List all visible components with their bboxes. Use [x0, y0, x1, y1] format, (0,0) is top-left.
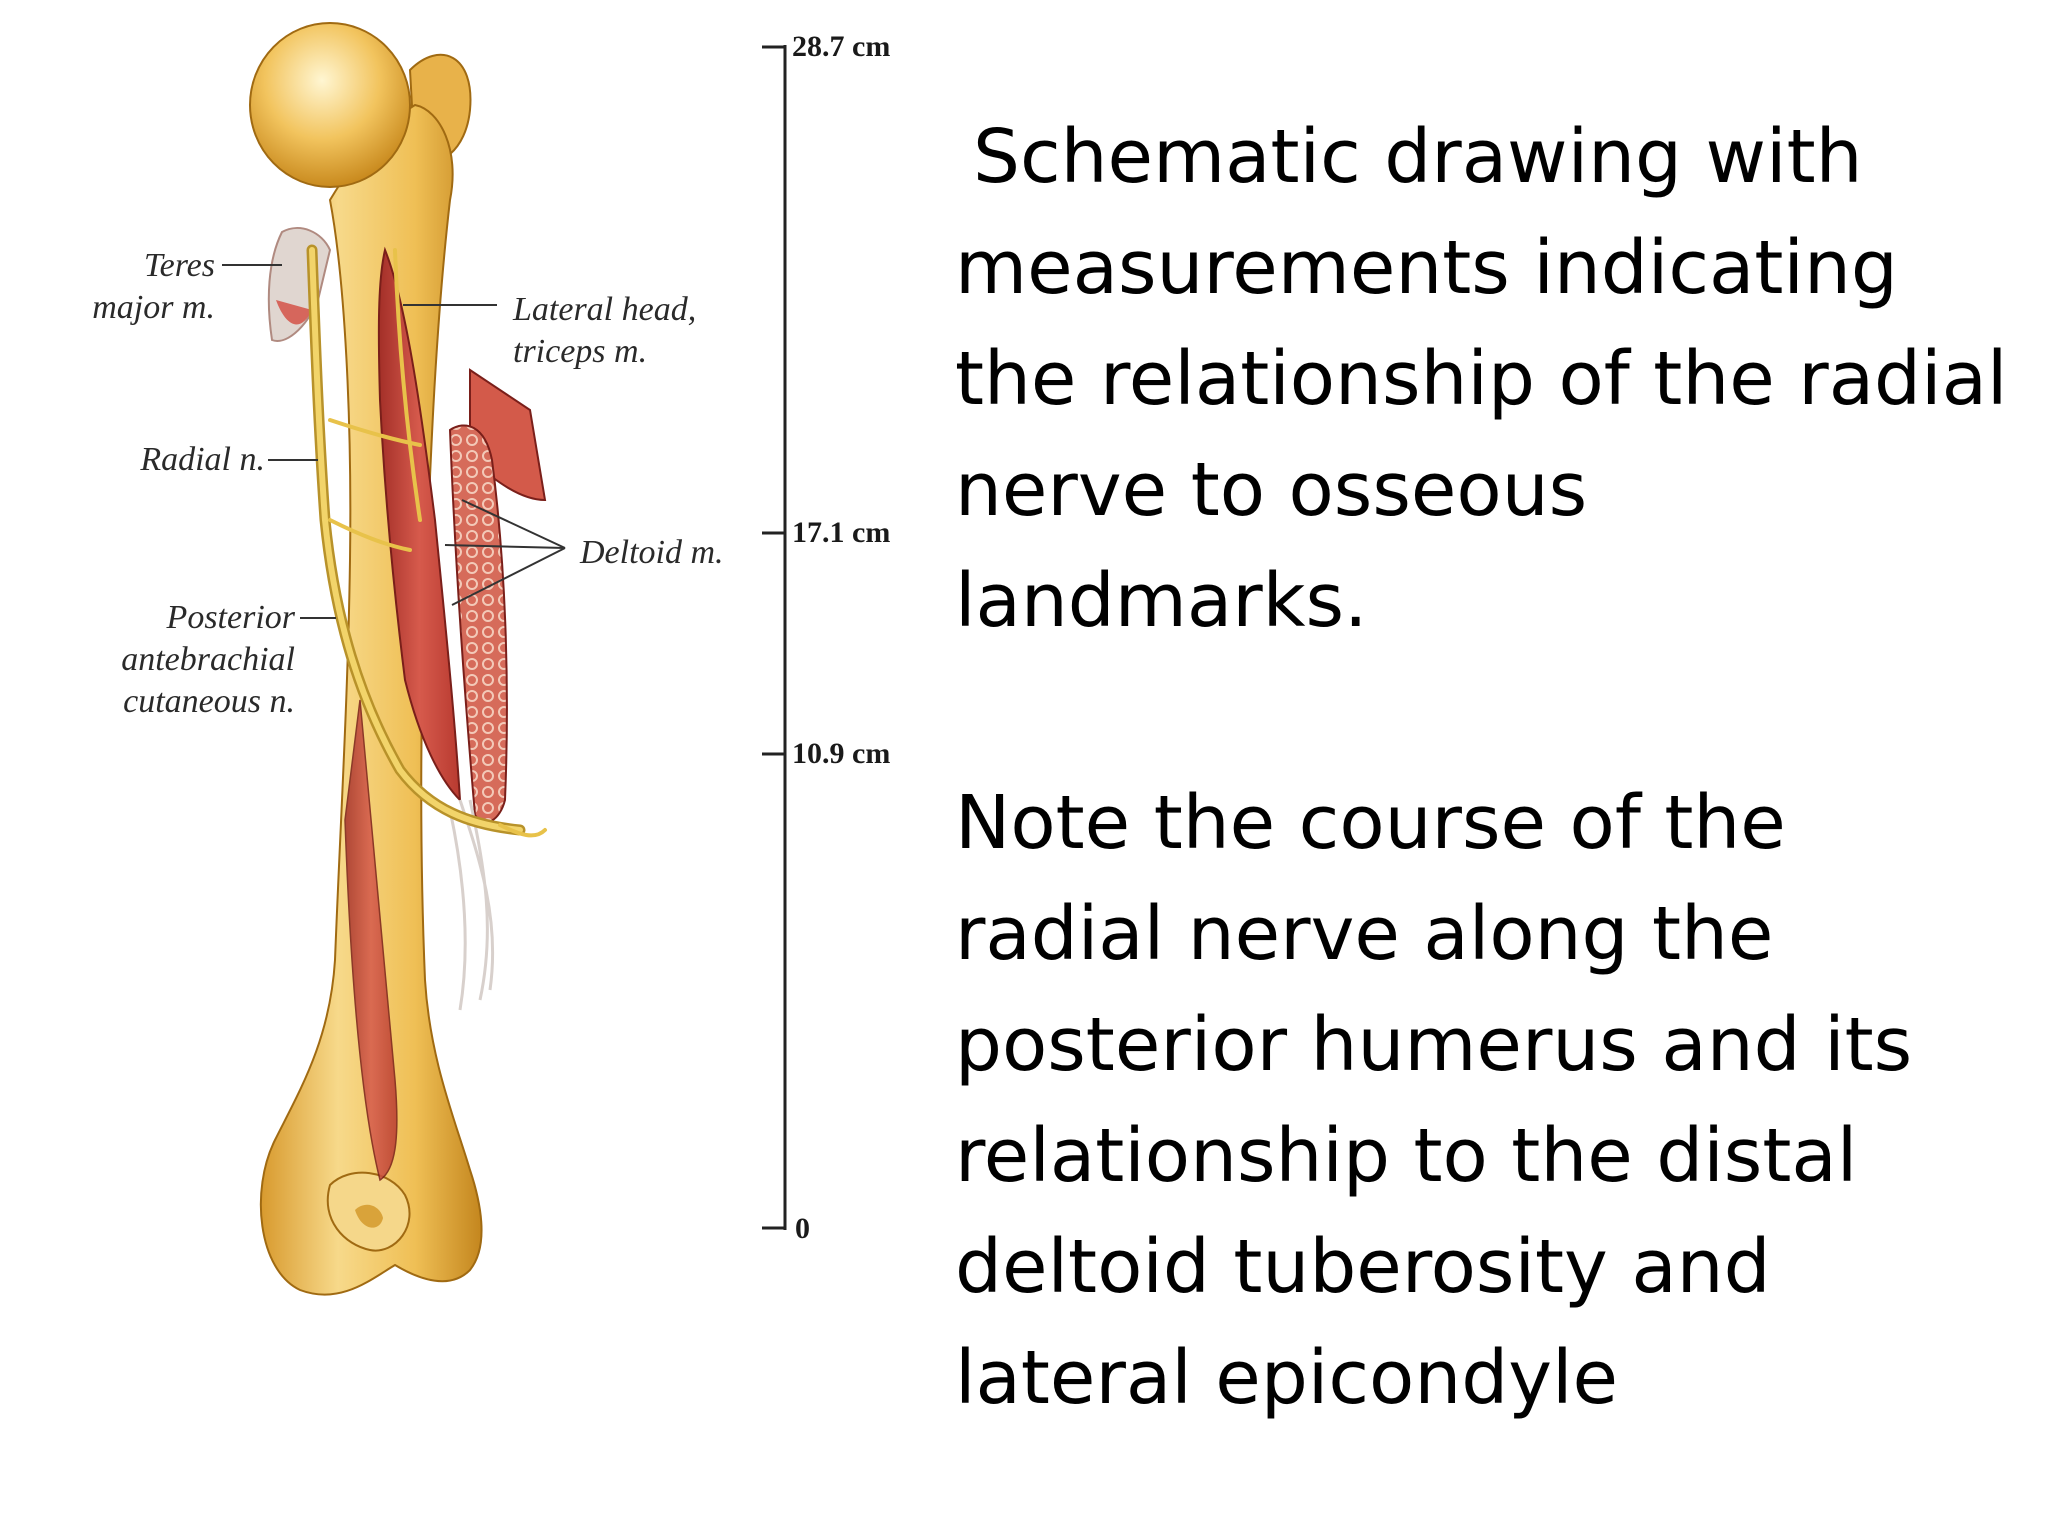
posterior-antebrachial-label-2: antebrachial	[121, 641, 295, 678]
radial-nerve	[306, 244, 547, 838]
measurement-scale	[762, 45, 787, 1230]
deltoid-muscle	[448, 368, 547, 824]
lateral-head-triceps-muscle	[377, 246, 462, 803]
radial-nerve-label: Radial n.	[139, 441, 265, 478]
scale-label-mid-upper: 17.1 cm	[792, 516, 890, 549]
deltoid-label: Deltoid m.	[579, 534, 724, 571]
teres-major-label-1: Teres	[144, 247, 215, 284]
caption-note: Note the course of the radial nerve alon…	[955, 780, 1913, 1421]
lateral-head-label-1: Lateral head,	[512, 291, 696, 328]
teres-major-label-2: major m.	[92, 289, 215, 326]
leader-lines	[222, 264, 566, 619]
lateral-head-label-2: triceps m.	[513, 333, 647, 370]
scale-label-top: 28.7 cm	[792, 30, 890, 63]
posterior-antebrachial-label-1: Posterior	[166, 599, 296, 636]
caption-schematic-description: Schematic drawing with measurements indi…	[955, 114, 2008, 644]
posterior-antebrachial-label-3: cutaneous n.	[123, 683, 295, 720]
scale-label-bottom: 0	[795, 1212, 810, 1245]
scale-label-mid-lower: 10.9 cm	[792, 737, 890, 770]
humerus-illustration: Teres major m. Lateral head, triceps m. …	[92, 22, 890, 1296]
